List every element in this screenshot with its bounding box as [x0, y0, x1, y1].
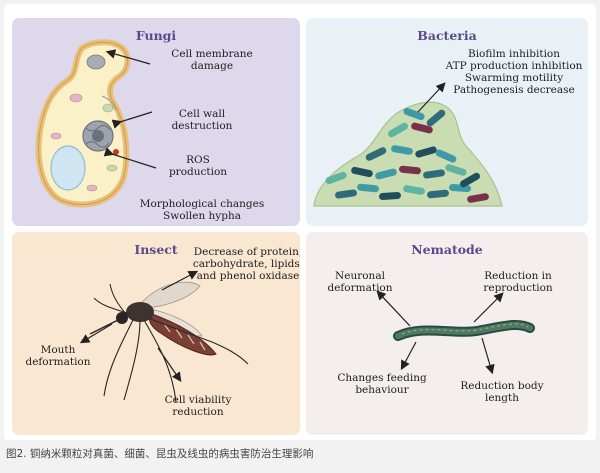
bacterium-rod: [427, 189, 449, 199]
bacterium-rod: [423, 169, 445, 179]
bacterium-rod: [467, 193, 489, 203]
effect-atp: ATP production inhibition: [445, 60, 583, 72]
arrow-feeding: [400, 341, 417, 371]
arrow-protein: [161, 270, 199, 291]
label-cell-wall-destruction: Cell wall destruction: [171, 108, 233, 132]
effect-pathogenesis: Pathogenesis decrease: [453, 84, 575, 96]
nematode-panel: Nematode Neuronal deformation Reduction …: [306, 232, 588, 435]
arrow-membrane: [105, 49, 151, 65]
bacterium-rod: [403, 185, 425, 195]
label-cell-viability: Cell viability reduction: [164, 394, 232, 418]
bacterium-rod: [379, 191, 401, 201]
fungi-panel: Fungi Cell membrane damage Cell wall des…: [12, 18, 300, 226]
figure-caption: 图2. 铜纳米颗粒对真菌、细菌、昆虫及线虫的病虫害防治生理影响: [6, 448, 314, 460]
nematode-title: Nematode: [411, 242, 483, 257]
bacterium-rod: [335, 189, 357, 199]
bacterium-rod: [435, 149, 457, 163]
bacterium-rod: [351, 166, 373, 178]
arrow-viability: [157, 347, 182, 382]
bacteria-effects-list: Biofilm inhibition ATP production inhibi…: [446, 48, 583, 96]
label-neuronal-deformation: Neuronal deformation: [327, 270, 393, 294]
bacterium-rod: [411, 122, 433, 134]
mosquito-abdomen: [149, 313, 217, 356]
label-morphological-changes: Morphological changes Swollen hypha: [139, 198, 265, 222]
bacterium-rod: [399, 165, 421, 175]
bacterium-rod: [403, 107, 425, 121]
mosquito-proboscis: [89, 319, 119, 335]
effect-biofilm: Biofilm inhibition: [467, 48, 561, 60]
bacterium-rod: [391, 145, 413, 155]
nematode-illustration: [376, 290, 535, 375]
bacterium-rod: [388, 122, 408, 138]
fungi-cell-illustration: [35, 39, 157, 208]
bacteria-biofilm-illustration: [313, 82, 503, 207]
bacterium-rod: [357, 183, 379, 193]
bacterium-rod: [415, 146, 437, 158]
arrow-reproduction: [473, 292, 504, 323]
label-decrease-protein: Decrease of protein, carbohydrate, lipid…: [192, 246, 300, 282]
arrow-neuronal: [376, 290, 411, 327]
fungi-title: Fungi: [135, 28, 177, 43]
arrow-length: [481, 337, 495, 375]
bacterium-rod: [426, 109, 446, 127]
bacteria-rods: [325, 107, 489, 203]
arrow-ros: [103, 147, 157, 169]
arrow-bacteria-effects: [417, 82, 446, 113]
label-mouth-deformation: Mouth deformation: [25, 344, 91, 368]
insect-title: Insect: [134, 242, 178, 257]
bacterium-rod: [375, 168, 397, 180]
mosquito-wing: [141, 281, 201, 309]
mosquito-thorax: [126, 302, 154, 322]
label-body-length: Reduction body length: [460, 380, 544, 404]
fungi-cell-wall: [35, 39, 131, 208]
bacterium-rod: [460, 172, 480, 188]
label-reduction-reproduction: Reduction in reproduction: [483, 270, 553, 294]
arrow-wall: [111, 111, 153, 129]
mosquito-illustration: [79, 270, 249, 403]
bacterium-rod: [445, 164, 467, 176]
arrow-mouth: [79, 323, 113, 344]
bacterium-rod: [325, 171, 347, 185]
label-feeding-behaviour: Changes feeding behaviour: [337, 372, 427, 396]
fungi-vacuole: [50, 145, 86, 191]
label-ros-production: ROS production: [168, 154, 228, 178]
mosquito-head: [116, 312, 128, 324]
bacteria-panel: Bacteria Biofilm inhibition ATP producti…: [306, 18, 588, 226]
insect-panel: Insect Decrease of protein, carbohydrate…: [12, 232, 300, 435]
effect-swarming: Swarming motility: [464, 72, 564, 84]
label-cell-membrane-damage: Cell membrane damage: [171, 48, 253, 72]
figure: Fungi Cell membrane damage Cell wall des…: [4, 4, 596, 440]
bacterium-rod: [365, 147, 387, 161]
bacteria-title: Bacteria: [417, 28, 477, 43]
